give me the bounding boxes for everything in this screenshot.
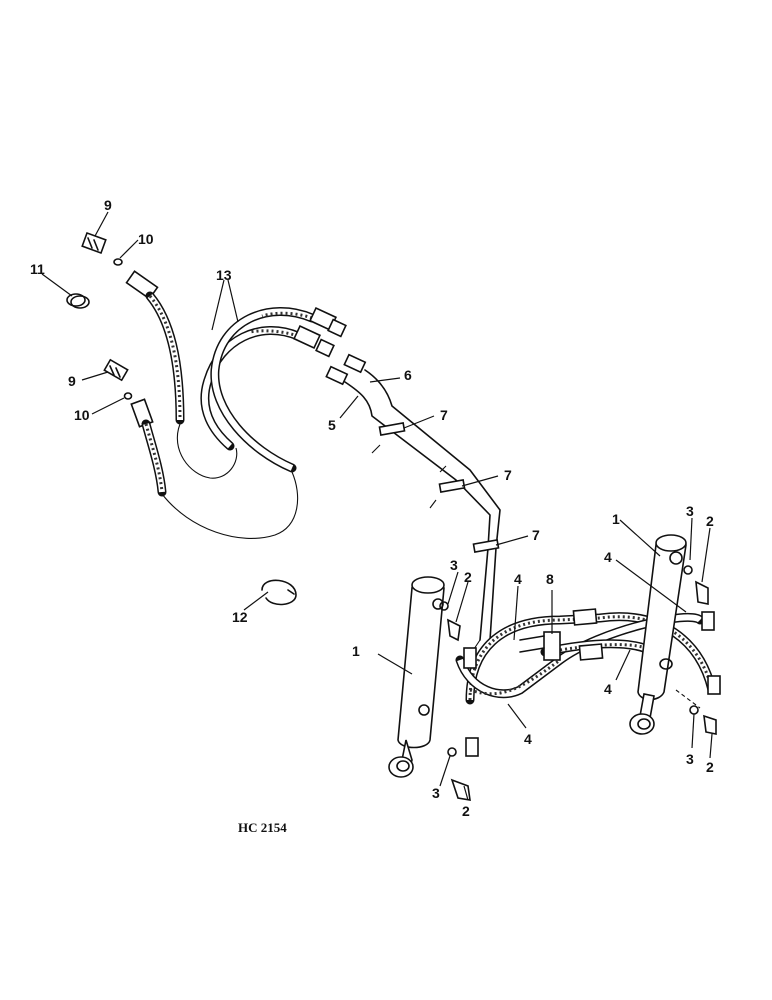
callout-2-right-top: 2 xyxy=(706,513,714,529)
leader-lines xyxy=(41,211,713,801)
callout-3-left-bottom: 3 xyxy=(432,785,440,801)
callout-7-upper: 7 xyxy=(440,407,448,423)
tube-clip-upper xyxy=(378,422,406,436)
callout-7-lower: 7 xyxy=(532,527,540,543)
callout-9-lower: 9 xyxy=(68,373,76,389)
callout-4-right-top: 4 xyxy=(604,549,612,565)
callout-10-top: 10 xyxy=(138,231,154,247)
hose-long-pair xyxy=(200,306,347,473)
connector-fitting-lower xyxy=(103,358,129,382)
callout-2-left-top: 2 xyxy=(464,569,472,585)
o-ring-lower xyxy=(123,392,133,400)
snap-ring xyxy=(66,293,90,309)
callout-8: 8 xyxy=(546,571,554,587)
hydraulic-cylinder-left xyxy=(388,576,471,801)
callout-1-left: 1 xyxy=(352,643,360,659)
callout-5: 5 xyxy=(328,417,336,433)
tube-fitting-6 xyxy=(343,353,367,374)
hose-bracket xyxy=(543,631,561,661)
drawing-code: HC 2154 xyxy=(238,820,287,835)
connector-fitting-top xyxy=(81,231,107,255)
o-ring-top xyxy=(113,258,123,266)
callout-12: 12 xyxy=(232,609,248,625)
tube-clip-lower xyxy=(472,539,500,553)
callout-3-right-bottom: 3 xyxy=(686,751,694,767)
callout-1-right: 1 xyxy=(612,511,620,527)
callout-4-middle: 4 xyxy=(514,571,522,587)
callout-10-lower: 10 xyxy=(74,407,90,423)
hose-short-lower xyxy=(130,398,299,539)
callout-4-lower: 4 xyxy=(524,731,532,747)
hydraulic-cylinder-right xyxy=(629,534,717,735)
callout-7-middle: 7 xyxy=(504,467,512,483)
steel-tube-assembly xyxy=(325,353,501,661)
callout-2-right-bottom: 2 xyxy=(706,759,714,775)
callout-2-left-bottom: 2 xyxy=(462,803,470,819)
right-hose-bundle xyxy=(455,608,721,757)
tube-clip-middle xyxy=(438,479,466,493)
tube-fitting-5 xyxy=(325,365,349,386)
callout-3-right-top: 3 xyxy=(686,503,694,519)
callout-6: 6 xyxy=(404,367,412,383)
hose-short-upper xyxy=(125,270,238,479)
callout-labels: 9 10 11 13 9 10 5 6 7 7 7 1 3 2 4 8 4 3 … xyxy=(30,197,714,819)
callout-11: 11 xyxy=(30,261,45,277)
callout-13: 13 xyxy=(216,267,232,283)
retaining-ring xyxy=(261,579,297,606)
callout-3-left-top: 3 xyxy=(450,557,458,573)
callout-4-right-bottom: 4 xyxy=(604,681,612,697)
callout-9-top: 9 xyxy=(104,197,112,213)
upper-left-hose-group xyxy=(66,231,347,539)
